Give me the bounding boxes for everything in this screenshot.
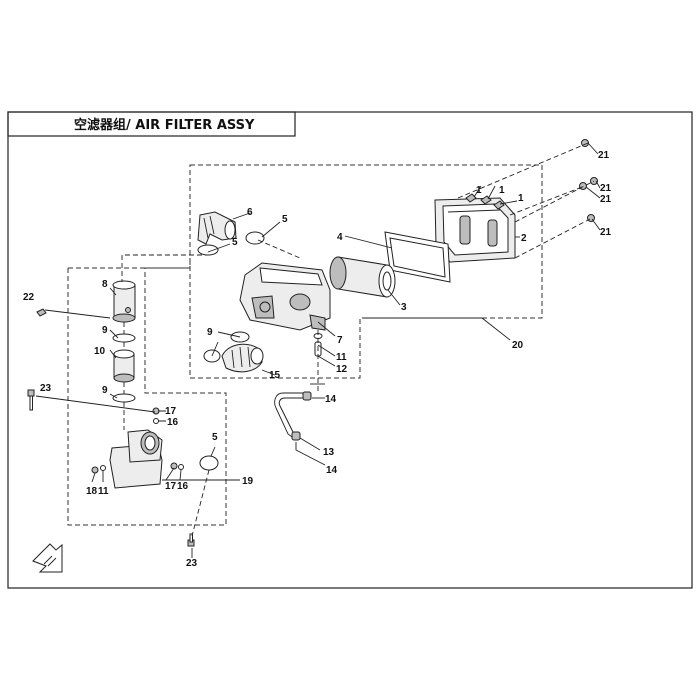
callout-14: 14: [325, 394, 337, 405]
callout-2: 2: [521, 233, 527, 244]
callout-labels: 1 1 1 2 3 4 5 5 5 6 7 8 9 9 9 10 11 11 1…: [23, 150, 612, 569]
group-19-boundary-top: [145, 258, 191, 269]
diagram-frame: [7, 111, 693, 589]
filter-gasket-part: [384, 231, 451, 283]
callout-23: 23: [40, 383, 52, 394]
callout-3: 3: [401, 302, 407, 313]
front-arrow-icon: [32, 543, 63, 573]
bolt-part: [27, 308, 195, 547]
callout-21: 21: [600, 183, 612, 194]
callout-8: 8: [102, 279, 108, 290]
callout-6: 6: [247, 207, 253, 218]
callout-17: 17: [165, 406, 177, 417]
callout-16: 16: [167, 417, 179, 428]
clamp-5-lower-part: [199, 455, 219, 471]
callout-10: 10: [94, 346, 106, 357]
callout-1: 1: [499, 185, 505, 196]
callout-21: 21: [600, 194, 612, 205]
callout-21: 21: [600, 227, 612, 238]
callout-17: 17: [165, 481, 177, 492]
callout-5: 5: [232, 237, 238, 248]
filter-element-part: [329, 256, 396, 298]
airbox-body-part: [239, 262, 331, 331]
callout-23: 23: [186, 558, 198, 569]
elbow-duct-part: [197, 211, 237, 245]
callout-11: 11: [98, 486, 109, 497]
callout-5: 5: [282, 214, 288, 225]
callout-9: 9: [102, 325, 108, 336]
group-19-boundary: [67, 267, 227, 526]
leader-lines: [35, 142, 601, 558]
title-box: [7, 111, 296, 137]
callout-21: 21: [598, 150, 610, 161]
callout-20: 20: [512, 340, 524, 351]
callout-12: 12: [336, 364, 348, 375]
callout-18: 18: [86, 486, 98, 497]
callout-1: 1: [518, 193, 524, 204]
rubber-coupler-part: [113, 349, 135, 383]
diagram-title: 空滤器组/ AIR FILTER ASSY: [74, 117, 255, 133]
callout-11: 11: [336, 352, 347, 363]
callout-7: 7: [337, 335, 343, 346]
callout-14: 14: [326, 465, 338, 476]
resonator-box-part: [109, 429, 163, 489]
group-20-boundary: [189, 164, 543, 379]
drain-tube-part: [274, 391, 312, 441]
callout-9: 9: [207, 327, 213, 338]
callout-1: 1: [476, 185, 482, 196]
callout-22: 22: [23, 292, 35, 303]
callout-9: 9: [102, 385, 108, 396]
callout-4: 4: [337, 232, 343, 243]
small-nut-part: [91, 407, 184, 474]
intake-hose-part: [221, 343, 264, 373]
callout-19: 19: [242, 476, 254, 487]
airbox-cover-part: [434, 197, 516, 263]
callout-13: 13: [323, 447, 335, 458]
drain-plug-part: [313, 333, 323, 357]
callout-15: 15: [269, 370, 281, 381]
callout-16: 16: [177, 481, 189, 492]
throttle-sleeve-part: [112, 280, 136, 323]
callout-5: 5: [212, 432, 218, 443]
screw-21-part: [579, 139, 598, 222]
